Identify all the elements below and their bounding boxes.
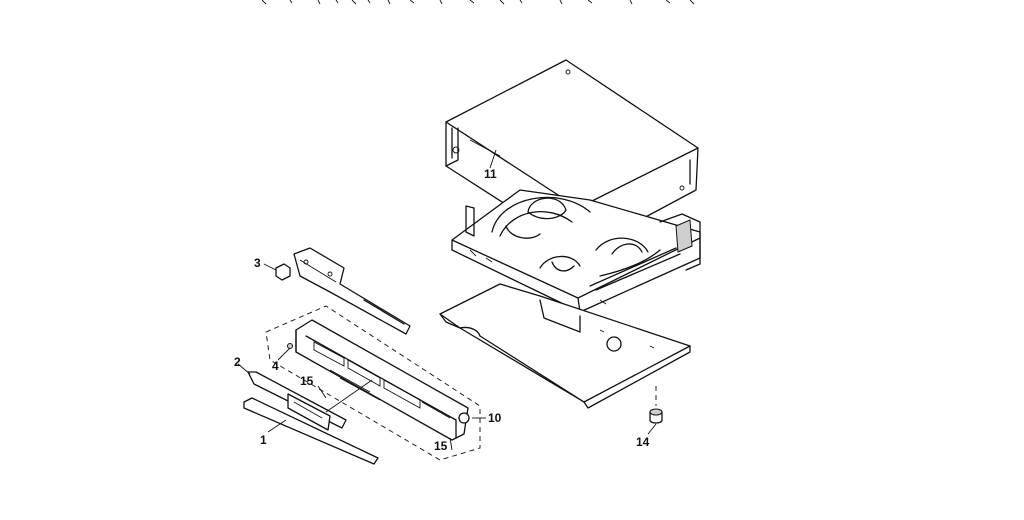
front-bracket	[293, 247, 411, 335]
callout-2: 2	[234, 355, 241, 369]
callout-3: 3	[254, 256, 261, 270]
callout-15-upper: 15	[300, 374, 314, 388]
callout-1: 1	[260, 433, 267, 447]
callout-15-lower: 15	[434, 439, 448, 453]
callout-11: 11	[484, 167, 497, 181]
bottom-chassis-plate	[439, 283, 691, 409]
scan-artifact-marks	[261, 0, 695, 5]
front-panel-part-10	[265, 305, 481, 461]
leaders-part-15	[317, 379, 453, 451]
callout-4: 4	[272, 359, 279, 373]
knob-part-3	[263, 263, 291, 281]
leader-part-11	[489, 149, 497, 169]
foot-part-14	[647, 386, 663, 435]
bezel-plate-part-1	[243, 393, 379, 465]
callout-10: 10	[488, 411, 502, 425]
callout-14: 14	[636, 435, 650, 449]
screw-part-4	[277, 343, 293, 361]
disc-tray-mechanism	[451, 189, 701, 313]
